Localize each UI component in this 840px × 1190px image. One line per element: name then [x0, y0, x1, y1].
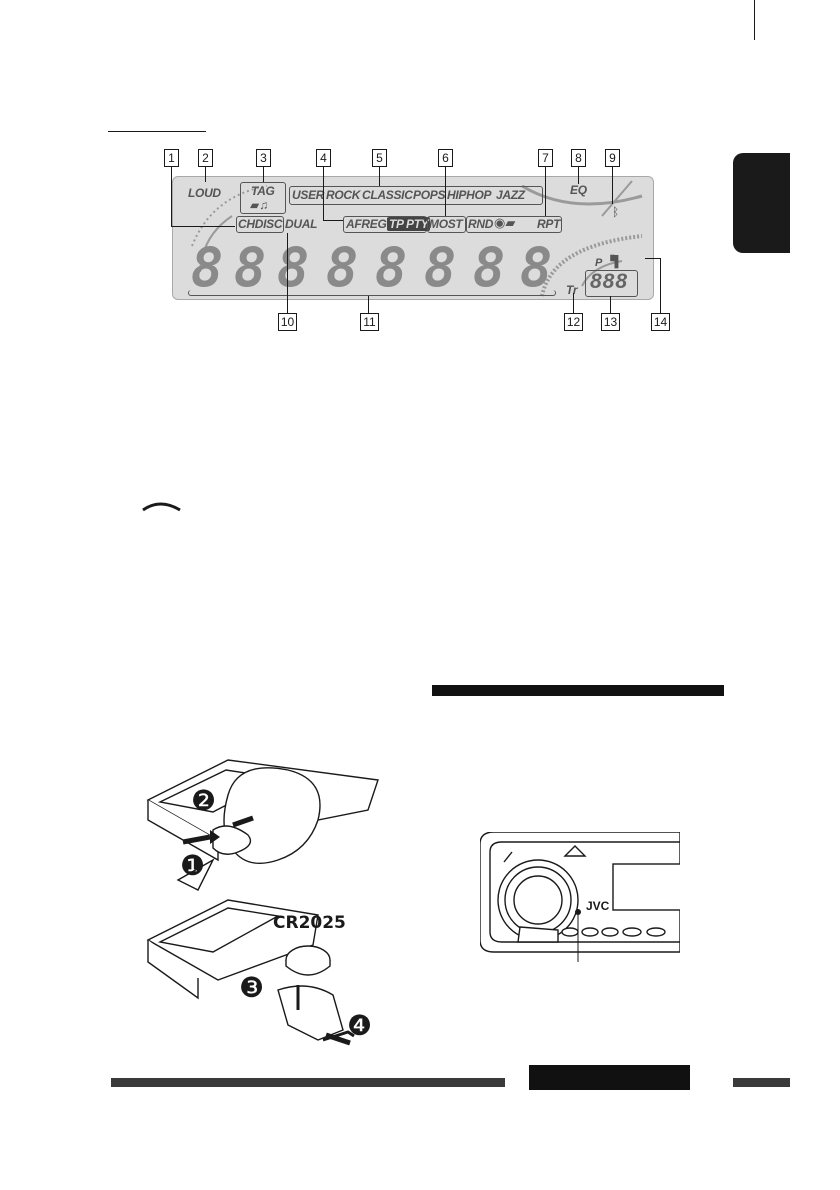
control-unit-illustration [480, 832, 680, 962]
disc-folder-icon: ◉▰ [494, 215, 516, 230]
callout-leader [323, 220, 343, 221]
bluetooth-icon: ᛒ [612, 205, 620, 219]
main-display-bracket [188, 290, 556, 296]
callout-2: 2 [198, 149, 213, 167]
eq-preset-pops: POPS [413, 188, 446, 202]
callout-11: 11 [360, 313, 379, 331]
segment-digit: 8 [233, 236, 267, 299]
segment-digit: 8 [190, 236, 224, 299]
tr-indicator: Tr [566, 283, 578, 297]
footer-rule-right [733, 1078, 790, 1087]
callout-9: 9 [605, 149, 620, 167]
callout-leader [287, 233, 288, 316]
callout-leader [578, 166, 579, 184]
callout-1: 1 [164, 149, 179, 167]
eq-preset-classic: CLASSIC [362, 188, 413, 202]
callout-12: 12 [564, 313, 583, 331]
callout-leader [171, 226, 235, 227]
page-margin-line [754, 0, 755, 40]
tag-indicator: TAG [251, 184, 275, 198]
segment-digit: 8 [325, 236, 359, 299]
eq-preset-hiphop: HIPHOP [447, 188, 492, 202]
eq-preset-box [289, 186, 543, 205]
section-mark [142, 502, 181, 512]
brand-logo-text: JVC [586, 899, 610, 913]
afreg-indicator: AFREG [346, 217, 387, 231]
callout-leader [445, 166, 446, 216]
callout-leader [171, 166, 172, 226]
callout-14: 14 [651, 313, 670, 331]
rnd-indicator: RND [468, 217, 494, 231]
callout-leader [368, 296, 369, 316]
segment-digit: 8 [423, 236, 457, 299]
callout-10: 10 [278, 313, 297, 331]
remote-battery-illustration [146, 759, 379, 1046]
callout-leader [645, 258, 660, 259]
segment-digit: 8 [519, 236, 553, 299]
callout-leader [379, 166, 380, 186]
step-1-marker: ❶ [180, 850, 206, 881]
section-title-rule [108, 131, 206, 132]
segment-digit: 8 [276, 236, 310, 299]
callout-8: 8 [571, 149, 586, 167]
pty-indicator: PTY [404, 217, 431, 231]
callout-leader [573, 293, 574, 316]
chdisc-indicator: CHDISC [238, 217, 283, 231]
callout-leader [205, 166, 206, 182]
eq-preset-user: USER [292, 188, 325, 202]
lcd-display [172, 176, 654, 300]
callout-leader [610, 296, 611, 316]
footer-page-box [529, 1065, 690, 1090]
p-indicator: P [595, 257, 603, 269]
sub-display-box [585, 270, 638, 297]
step-3-marker: ❸ [239, 972, 265, 1003]
step-4-marker: ❹ [347, 1010, 373, 1041]
callout-leader [263, 166, 264, 182]
callout-leader [660, 258, 661, 316]
footer-rule-left [111, 1078, 505, 1087]
callout-leader [545, 166, 546, 216]
language-tab [733, 153, 790, 253]
step-2-marker: ❷ [191, 785, 217, 816]
eq-preset-rock: ROCK [326, 188, 361, 202]
eq-preset-jazz: JAZZ [496, 188, 525, 202]
section-heading-bar [432, 685, 724, 696]
dual-indicator: DUAL [285, 217, 318, 231]
segment-digit: 8 [374, 236, 408, 299]
most-indicator: MOST [429, 217, 463, 231]
most-box [427, 216, 466, 233]
signal-icon: ▝▌ [606, 256, 623, 268]
callout-4: 4 [316, 149, 331, 167]
rpt-indicator: RPT [537, 217, 561, 231]
loud-indicator: LOUD [188, 186, 221, 200]
callout-3: 3 [256, 149, 271, 167]
callout-6: 6 [438, 149, 453, 167]
callout-5: 5 [372, 149, 387, 167]
tp-indicator: TP [387, 217, 406, 231]
segment-digit: 8 [472, 236, 506, 299]
chdisc-box [236, 216, 284, 233]
eq-indicator: EQ [570, 183, 587, 197]
callout-leader [612, 166, 613, 204]
callout-7: 7 [538, 149, 553, 167]
lcd-decoration-arcs [191, 180, 643, 297]
repeat-random-box [466, 216, 562, 233]
callout-leader [323, 166, 324, 220]
sub-display-digits: 888 [590, 270, 629, 293]
callout-13: 13 [601, 313, 620, 331]
battery-type-label: CR2025 [273, 913, 346, 933]
folder-music-icon: ▰♫ [250, 198, 269, 212]
tag-indicator-box [240, 182, 286, 214]
